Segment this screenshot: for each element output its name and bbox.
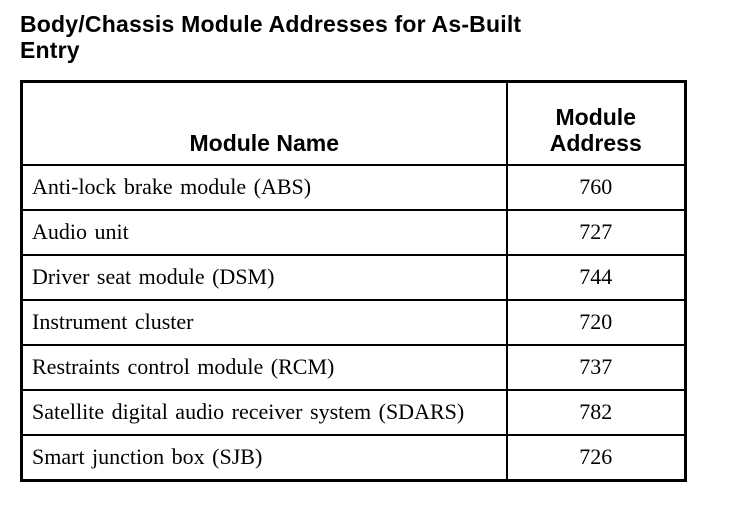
module-name-cell: Smart junction box (SJB) [20, 434, 508, 482]
module-address-cell: 727 [505, 209, 687, 256]
module-address-cell: 744 [505, 254, 687, 301]
table-row: Anti-lock brake module (ABS) 760 [20, 164, 687, 211]
module-address-cell: 737 [505, 344, 687, 391]
page-title: Body/Chassis Module Addresses for As-Bui… [20, 11, 736, 63]
module-name-cell: Driver seat module (DSM) [20, 254, 508, 301]
module-name-cell: Anti-lock brake module (ABS) [20, 164, 508, 211]
module-address-cell: 760 [505, 164, 687, 211]
module-address-cell: 726 [505, 434, 687, 482]
table-row: Restraints control module (RCM) 737 [20, 344, 687, 391]
module-address-table: Module Name Module Address Anti-lock bra… [20, 80, 687, 482]
module-name-cell: Audio unit [20, 209, 508, 256]
module-address-cell: 720 [505, 299, 687, 346]
table-body: Anti-lock brake module (ABS) 760 Audio u… [20, 164, 687, 482]
module-name-cell: Instrument cluster [20, 299, 508, 346]
module-address-cell: 782 [505, 389, 687, 436]
module-name-cell: Satellite digital audio receiver system … [20, 389, 508, 436]
page-title-line-2: Entry [20, 37, 80, 63]
table-row: Satellite digital audio receiver system … [20, 389, 687, 436]
table-row: Smart junction box (SJB) 726 [20, 434, 687, 482]
module-name-cell: Restraints control module (RCM) [20, 344, 508, 391]
table-row: Driver seat module (DSM) 744 [20, 254, 687, 301]
column-header-module-name: Module Name [20, 80, 508, 166]
page-title-line-1: Body/Chassis Module Addresses for As-Bui… [20, 11, 522, 37]
table-row: Instrument cluster 720 [20, 299, 687, 346]
column-header-module-address: Module Address [505, 80, 687, 166]
table-header: Module Name Module Address [20, 80, 687, 166]
table-row: Audio unit 727 [20, 209, 687, 256]
header-row: Module Name Module Address [20, 80, 687, 166]
